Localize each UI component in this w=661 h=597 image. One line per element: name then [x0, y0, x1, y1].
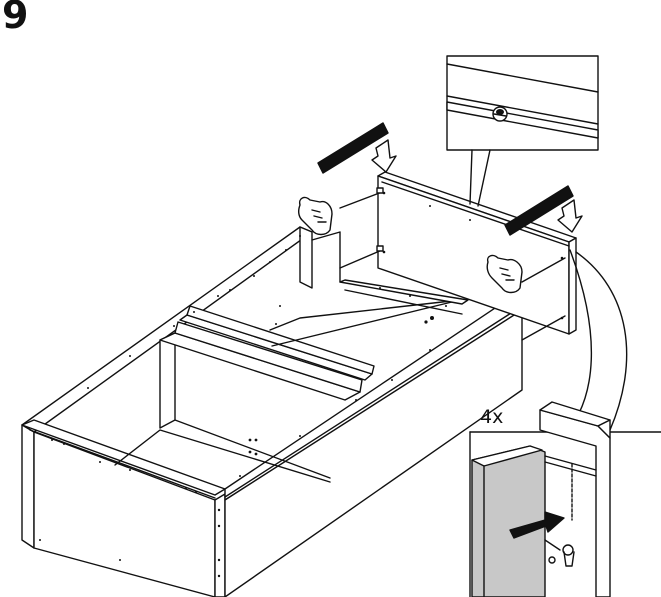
carcass-frame [21, 226, 523, 597]
hand-icon [297, 196, 333, 236]
detail-callout-top [446, 55, 599, 207]
arrow-down-icon [317, 122, 397, 174]
detail-callout-bottom [469, 249, 661, 597]
step-number: 9 [2, 0, 29, 37]
hand-icon [486, 254, 523, 294]
arrow-right-icon [509, 511, 565, 539]
arrow-down-icon [504, 185, 583, 236]
quantity-label: 4x [480, 406, 504, 428]
end-panel [339, 171, 577, 341]
